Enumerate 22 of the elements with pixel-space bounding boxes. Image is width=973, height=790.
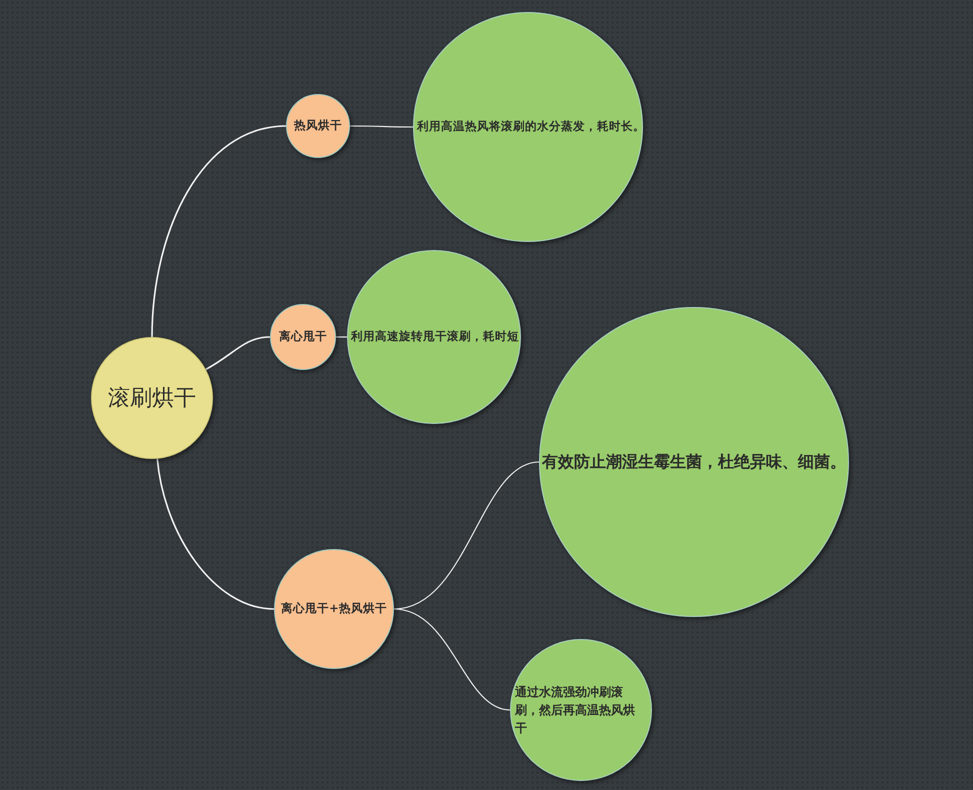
description-text: 利用高速旋转甩干滚刷，耗时短 [350, 328, 519, 346]
subtopic-label: 热风烘干 [294, 117, 342, 134]
root-topic-circle [91, 337, 213, 459]
description-circle [347, 250, 521, 424]
description-text: 通过水流强劲冲刷滚刷，然后再高温热风烘干 [514, 684, 636, 737]
connector-line [151, 125, 286, 338]
description-text: 有效防止潮湿生霉生菌，杜绝异味、细菌。 [540, 451, 846, 473]
subtopic-circle [286, 94, 350, 158]
description-circle [539, 307, 849, 617]
topic-title: 滚刷烘干 [108, 384, 196, 412]
description-text: 利用高温热风将滚刷的水分蒸发，耗时长。 [416, 118, 645, 136]
subtopic-label: 离心甩干+热风烘干 [281, 600, 387, 618]
subtopic-label: 离心甩干 [279, 328, 327, 346]
subtopic-circle [270, 304, 336, 370]
subtopic-circle [274, 549, 394, 669]
connector-line [394, 608, 510, 711]
connector-line [205, 336, 270, 370]
description-circle [413, 12, 643, 242]
connector-line [156, 458, 274, 610]
description-circle [510, 639, 652, 781]
connector-line [336, 336, 347, 338]
connector-line [350, 125, 413, 128]
